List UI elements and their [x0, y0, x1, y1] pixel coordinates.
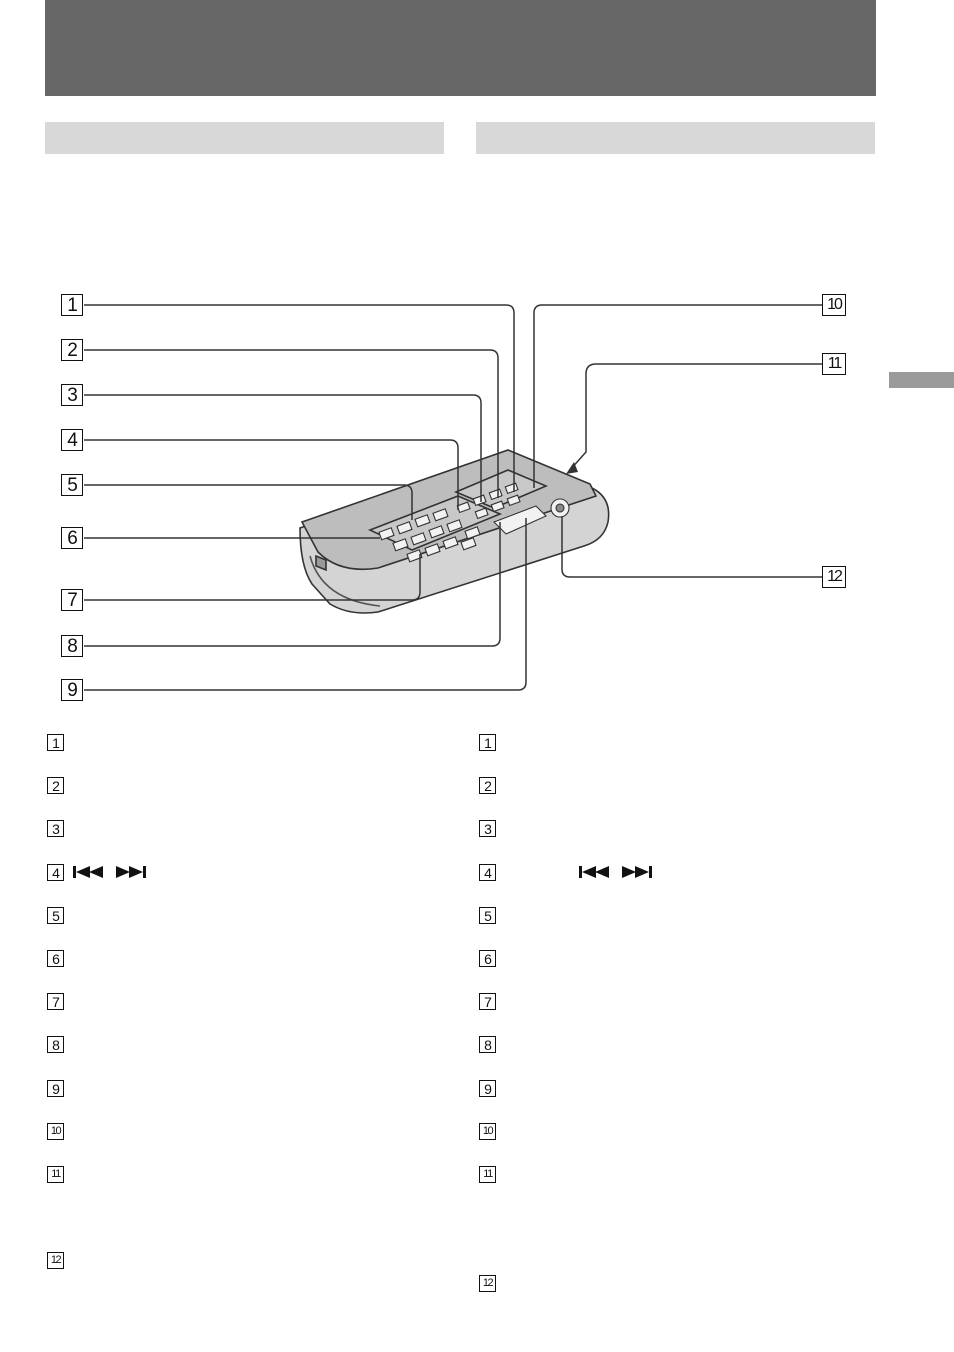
skip-forward-icon [116, 866, 146, 878]
callout-9: 9 [61, 679, 83, 701]
callout-6: 6 [61, 527, 83, 549]
left-legend-marker-1: 1 [47, 734, 64, 751]
skip-back-icon [73, 866, 103, 878]
callout-4: 4 [61, 429, 83, 451]
callout-2: 2 [61, 339, 83, 361]
callout-8: 8 [61, 635, 83, 657]
arrow-head-icon [566, 462, 578, 474]
skip-forward-icon [622, 866, 652, 878]
right-legend-marker-9: 9 [479, 1080, 496, 1097]
callout-1: 1 [61, 294, 83, 316]
left-legend-marker-4: 4 [47, 864, 64, 881]
side-index-tab [889, 372, 954, 388]
callout-12: 12 [822, 566, 846, 588]
left-legend-marker-6: 6 [47, 950, 64, 967]
right-legend-marker-12: 12 [479, 1275, 496, 1292]
remote-buttons [378, 482, 570, 563]
left-legend-marker-8: 8 [47, 1036, 64, 1053]
left-legend-marker-2: 2 [47, 777, 64, 794]
left-legend-marker-7: 7 [47, 993, 64, 1010]
right-legend-marker-5: 5 [479, 907, 496, 924]
left-legend-marker-5: 5 [47, 907, 64, 924]
right-legend-marker-7: 7 [479, 993, 496, 1010]
right-legend-marker-8: 8 [479, 1036, 496, 1053]
right-legend-marker-4: 4 [479, 864, 496, 881]
left-legend-marker-9: 9 [47, 1080, 64, 1097]
skip-back-icon [579, 866, 609, 878]
page-header-band [45, 0, 876, 96]
remote-side-edge [309, 555, 381, 607]
right-legend-marker-1: 1 [479, 734, 496, 751]
left-legend-marker-10: 10 [47, 1123, 64, 1140]
right-section-header-band [476, 122, 875, 154]
remote-ir-window [315, 554, 327, 572]
callout-7: 7 [61, 589, 83, 611]
right-legend-marker-6: 6 [479, 950, 496, 967]
callout-11: 11 [822, 353, 846, 375]
left-section-header-band [45, 122, 444, 154]
right-legend-marker-2: 2 [479, 777, 496, 794]
leader-lines [84, 304, 822, 691]
left-legend-marker-11: 11 [47, 1166, 64, 1183]
left-legend-marker-12: 12 [47, 1252, 64, 1269]
right-legend-marker-10: 10 [479, 1123, 496, 1140]
right-legend-marker-11: 11 [479, 1166, 496, 1183]
callout-3: 3 [61, 384, 83, 406]
right-legend-marker-3: 3 [479, 820, 496, 837]
callout-5: 5 [61, 474, 83, 496]
left-legend-marker-3: 3 [47, 820, 64, 837]
callout-10: 10 [822, 294, 846, 316]
